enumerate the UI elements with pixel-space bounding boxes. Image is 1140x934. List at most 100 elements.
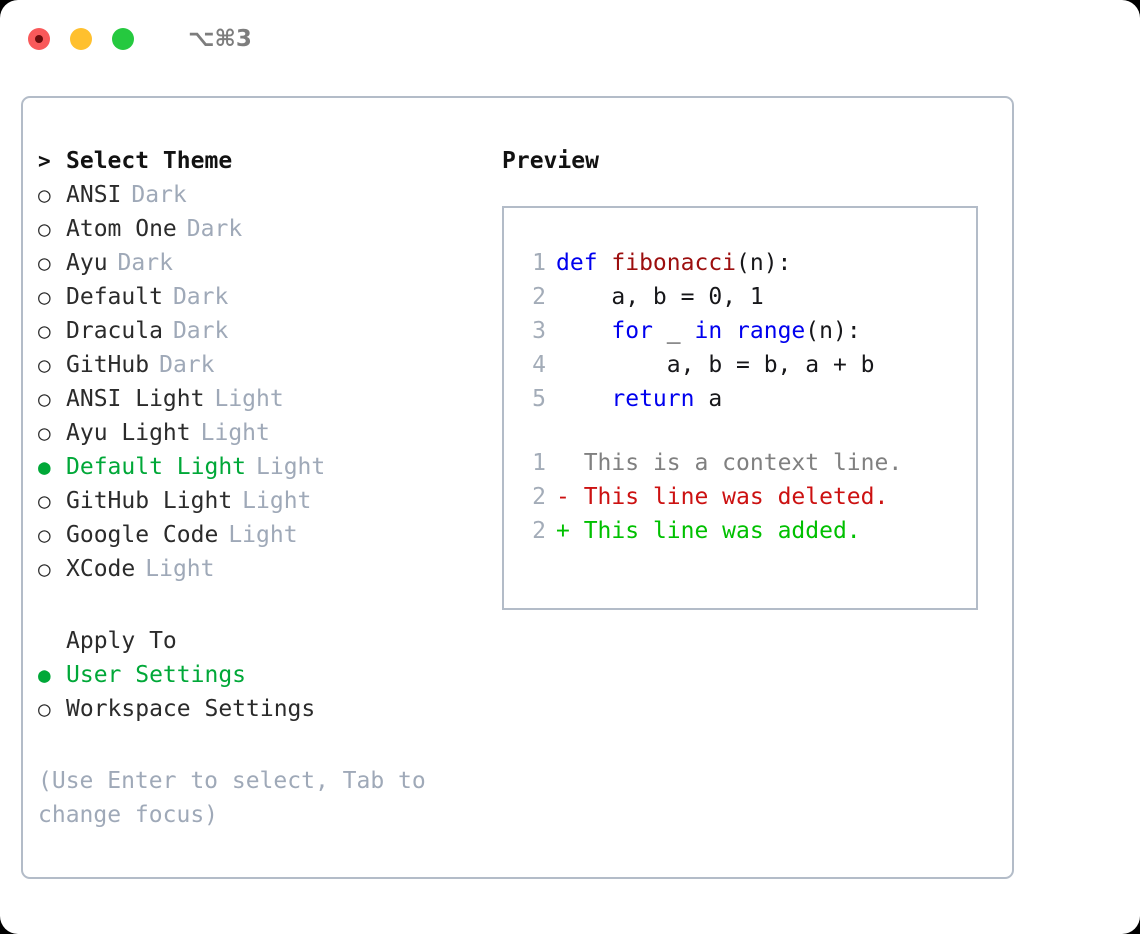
code-token: return	[611, 386, 695, 412]
code-line-number: 2	[532, 284, 546, 310]
theme-list-item[interactable]: ○ GitHub Light Light	[38, 488, 493, 522]
theme-name-label: ANSI Light	[66, 386, 205, 412]
theme-list-item[interactable]: ○ ANSI Dark	[38, 182, 493, 216]
theme-name-label: Ayu	[66, 250, 108, 276]
code-token: def	[556, 250, 612, 276]
apply-to-list: ● User Settings ○ Workspace Settings	[38, 662, 493, 730]
theme-variant-label: Light	[256, 454, 326, 480]
diff-marker: -	[556, 484, 570, 510]
radio-unselected-icon: ○	[38, 697, 51, 721]
theme-list-item[interactable]: ○ ANSI Light Light	[38, 386, 493, 420]
code-token: _	[652, 318, 695, 344]
theme-variant-label: Light	[200, 420, 270, 446]
keyboard-hint-text: (Use Enter to select, Tab to change focu…	[38, 768, 440, 828]
code-token	[556, 318, 611, 344]
theme-name-label: Default Light	[66, 454, 247, 480]
keyboard-shortcut-label: ⌥⌘3	[188, 26, 252, 52]
code-line: 4 a, b = b, a + b	[516, 352, 970, 386]
theme-list-item[interactable]: ○ Ayu Dark	[38, 250, 493, 284]
code-token: in	[694, 318, 723, 344]
theme-variant-label: Light	[214, 386, 284, 412]
theme-variant-label: Dark	[186, 216, 243, 242]
theme-name-label: XCode	[66, 556, 136, 582]
radio-unselected-icon: ○	[38, 319, 51, 343]
theme-variant-label: Light	[242, 488, 312, 514]
theme-name-label: Dracula	[66, 318, 163, 344]
hint-spacer	[38, 730, 493, 764]
theme-list-item[interactable]: ○ Dracula Dark	[38, 318, 493, 352]
theme-variant-label: Light	[145, 556, 215, 582]
radio-unselected-icon: ○	[38, 251, 51, 275]
prompt-marker-icon: >	[38, 149, 51, 173]
maximize-button[interactable]	[112, 28, 134, 50]
apply-to-heading-spacer: ○	[38, 629, 66, 653]
code-line-number: 5	[532, 386, 546, 412]
code-line: 5 return a	[516, 386, 970, 420]
code-token: for	[611, 318, 653, 344]
diff-text: This is a context line.	[569, 450, 903, 476]
radio-unselected-icon: ○	[38, 523, 51, 547]
theme-list-item[interactable]: ○ GitHub Dark	[38, 352, 493, 386]
theme-name-label: GitHub Light	[66, 488, 233, 514]
diff-line: 2+ This line was added.	[516, 518, 970, 552]
theme-variant-label: Dark	[172, 284, 229, 310]
code-token: fibonacci	[611, 250, 737, 276]
theme-variant-label: Dark	[172, 318, 229, 344]
diff-line-number: 1	[532, 450, 546, 476]
radio-unselected-icon: ○	[38, 387, 51, 411]
diff-line-number: 2	[532, 518, 546, 544]
diff-line: 1 This is a context line.	[516, 450, 970, 484]
theme-variant-label: Dark	[131, 182, 187, 208]
diff-line-number: 2	[532, 484, 546, 510]
code-line: 3 for _ in range(n):	[516, 318, 970, 352]
preview-title: Preview	[502, 148, 599, 174]
code-token: (n):	[805, 318, 861, 344]
code-line-number: 3	[532, 318, 546, 344]
apply-to-option-label: Workspace Settings	[66, 696, 316, 722]
theme-name-label: GitHub	[66, 352, 150, 378]
title-bar: ⌥⌘3	[0, 0, 1140, 78]
apply-to-option[interactable]: ○ Workspace Settings	[38, 696, 493, 730]
select-theme-heading: > Select Theme	[38, 148, 493, 182]
theme-variant-label: Light	[228, 522, 298, 548]
radio-unselected-icon: ○	[38, 489, 51, 513]
theme-variant-label: Dark	[117, 250, 173, 276]
radio-selected-icon: ●	[38, 663, 51, 687]
diff-line: 2- This line was deleted.	[516, 484, 970, 518]
diff-text: This line was deleted.	[569, 484, 889, 510]
code-line-number: 1	[532, 250, 546, 276]
radio-unselected-icon: ○	[38, 353, 51, 377]
code-line: 1 def fibonacci(n):	[516, 250, 970, 284]
close-button[interactable]	[28, 28, 50, 50]
list-spacer	[38, 590, 493, 628]
apply-to-option-label: User Settings	[66, 662, 247, 688]
code-line: 2 a, b = 0, 1	[516, 284, 970, 318]
minimize-button[interactable]	[70, 28, 92, 50]
theme-variant-label: Dark	[159, 352, 215, 378]
code-token: (n):	[736, 250, 792, 276]
code-token: a, b = 0, 1	[556, 284, 764, 310]
radio-unselected-icon: ○	[38, 421, 51, 445]
apply-to-option[interactable]: ● User Settings	[38, 662, 493, 696]
theme-list-item[interactable]: ○ XCode Light	[38, 556, 493, 590]
theme-name-label: ANSI	[66, 182, 122, 208]
radio-unselected-icon: ○	[38, 557, 51, 581]
radio-unselected-icon: ○	[38, 285, 51, 309]
radio-unselected-icon: ○	[38, 183, 51, 207]
diff-marker	[556, 450, 570, 476]
code-token: a	[694, 386, 723, 412]
code-line-number: 4	[532, 352, 546, 378]
apply-to-heading-label: Apply To	[66, 628, 177, 654]
